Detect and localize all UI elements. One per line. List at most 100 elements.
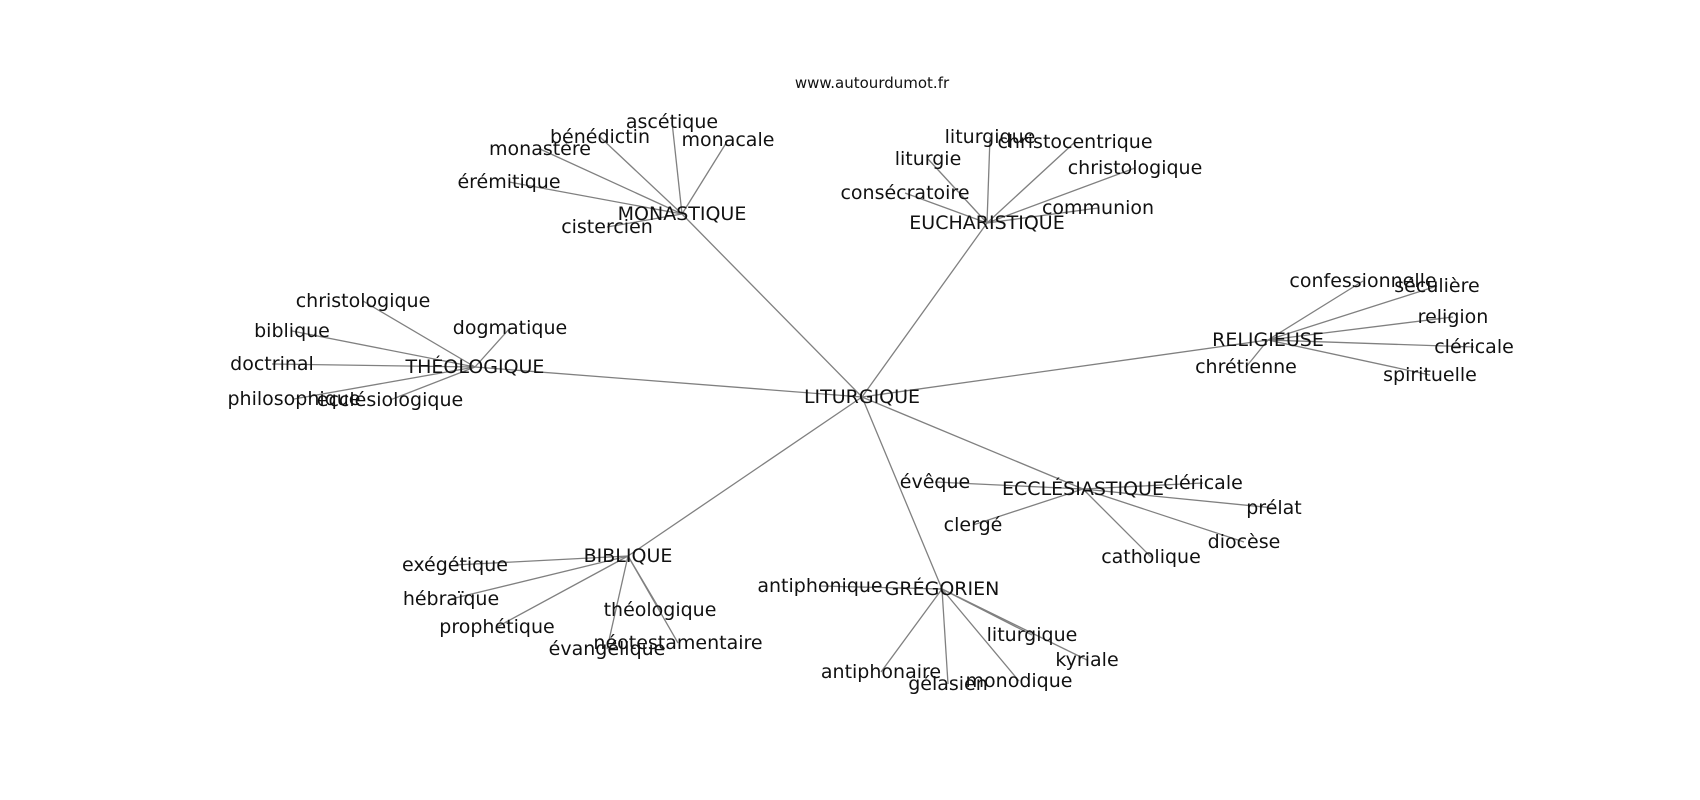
hub-node-0[interactable]: MONASTIQUE: [618, 203, 747, 225]
leaf-node-4-1[interactable]: cléricale: [1163, 472, 1243, 494]
edge-hub-6-0: [819, 585, 943, 590]
leaf-node-1-0[interactable]: liturgique: [945, 126, 1036, 148]
leaf-node-6-0[interactable]: antiphonique: [757, 575, 882, 597]
edge-hub-1-0: [986, 136, 991, 224]
edge-hub-4-1: [1082, 482, 1204, 490]
edge-hub-4-0: [934, 481, 1084, 490]
leaf-node-5-0[interactable]: exégétique: [402, 554, 508, 576]
leaf-node-5-3[interactable]: théologique: [604, 599, 717, 621]
edge-hub-4-2: [1082, 488, 1275, 509]
edge-hub-6-3: [880, 588, 943, 673]
leaf-node-4-2[interactable]: prélat: [1246, 497, 1302, 519]
leaf-node-0-1[interactable]: ascétique: [626, 111, 718, 133]
leaf-node-3-1[interactable]: séculière: [1394, 275, 1479, 297]
edge-hub-1-2: [986, 141, 1076, 224]
leaf-node-2-4[interactable]: philosophique: [228, 388, 361, 410]
leaf-node-1-1[interactable]: liturgie: [895, 148, 962, 170]
edge-hub-4-4: [1082, 488, 1245, 543]
center-node[interactable]: LITURGIQUE: [804, 386, 920, 408]
leaf-node-1-2[interactable]: christocentrique: [997, 131, 1152, 153]
edge-hub-1-4: [904, 192, 988, 224]
hub-node-1[interactable]: EUCHARISTIQUE: [909, 212, 1064, 234]
edge-hub-5-2: [496, 555, 629, 628]
leaf-node-4-0[interactable]: évêque: [900, 471, 970, 493]
edge-hub-5-0: [454, 555, 629, 566]
edge-hub-5-4: [627, 555, 679, 644]
leaf-node-0-3[interactable]: monastère: [489, 138, 591, 160]
leaf-node-6-3[interactable]: antiphonaire: [821, 661, 941, 683]
edge-hub-2-3: [271, 363, 476, 368]
edge-hub-0-3: [539, 148, 683, 215]
source-url: www.autourdumot.fr: [795, 74, 950, 92]
leaf-node-1-4[interactable]: consécratoire: [840, 182, 969, 204]
edge-hub-1-5: [986, 207, 1099, 224]
edge-hub-0-2: [681, 139, 729, 215]
edge-hub-2-1: [291, 330, 476, 368]
leaf-node-1-3[interactable]: christologique: [1068, 157, 1203, 179]
edge-hub-6-2: [941, 588, 1088, 661]
edge-hub-2-2: [474, 327, 511, 368]
edge-hub-1-3: [986, 167, 1136, 224]
edge-center-0: [681, 213, 863, 398]
edge-hub-2-4: [293, 366, 476, 400]
edge-hub-3-4: [1245, 339, 1269, 368]
edge-center-3: [861, 339, 1269, 398]
leaf-node-6-4[interactable]: gélasien: [908, 673, 988, 695]
edge-hub-3-2: [1267, 316, 1454, 341]
edge-hub-3-0: [1267, 280, 1364, 341]
leaf-node-0-4[interactable]: érémitique: [457, 171, 560, 193]
edge-hub-0-1: [671, 121, 683, 215]
leaf-node-0-2[interactable]: monacale: [682, 129, 775, 151]
leaf-node-1-5[interactable]: communion: [1042, 197, 1154, 219]
leaf-node-2-3[interactable]: doctrinal: [230, 353, 314, 375]
edge-hub-4-5: [1082, 488, 1152, 558]
leaf-node-3-5[interactable]: spirituelle: [1383, 364, 1477, 386]
edge-center-5: [627, 396, 863, 557]
leaf-node-3-4[interactable]: chrétienne: [1195, 356, 1297, 378]
leaf-node-2-2[interactable]: dogmatique: [453, 317, 567, 339]
hub-node-6[interactable]: GRÉGORIEN: [885, 577, 1000, 600]
edge-hub-0-4: [508, 181, 683, 215]
edge-hub-2-0: [362, 300, 476, 368]
leaf-node-2-5[interactable]: ecclésiologique: [317, 389, 463, 411]
hub-node-4[interactable]: ECCLÉSIASTIQUE: [1002, 477, 1164, 500]
edge-center-4: [861, 396, 1084, 490]
leaf-node-6-5[interactable]: monodique: [966, 670, 1073, 692]
leaf-node-2-1[interactable]: biblique: [254, 320, 330, 342]
leaf-node-5-1[interactable]: hébraïque: [403, 588, 499, 610]
leaf-node-2-0[interactable]: christologique: [296, 290, 431, 312]
edge-hub-6-4: [941, 588, 949, 685]
edge-hub-5-1: [450, 555, 629, 600]
edge-hub-3-5: [1267, 339, 1431, 376]
edge-center-6: [861, 396, 943, 590]
edge-hub-4-3: [972, 488, 1084, 526]
leaf-node-3-2[interactable]: religion: [1418, 306, 1489, 328]
leaf-node-4-5[interactable]: catholique: [1101, 546, 1201, 568]
edge-hub-0-5: [606, 213, 683, 228]
edge-hub-3-1: [1267, 285, 1438, 341]
edge-hub-2-5: [389, 366, 476, 401]
leaf-node-3-0[interactable]: confessionnelle: [1289, 270, 1436, 292]
hub-node-5[interactable]: BIBLIQUE: [584, 545, 673, 567]
leaf-node-6-2[interactable]: kyriale: [1055, 649, 1118, 671]
leaf-node-4-3[interactable]: clergé: [944, 514, 1003, 536]
edge-center-1: [861, 222, 988, 398]
hub-node-3[interactable]: RELIGIEUSE: [1212, 329, 1324, 351]
edge-hub-5-5: [606, 555, 629, 650]
leaf-node-5-4[interactable]: néotestamentaire: [593, 632, 762, 654]
edge-hub-3-3: [1267, 339, 1475, 348]
leaf-node-4-4[interactable]: diocèse: [1208, 531, 1281, 553]
leaf-node-0-0[interactable]: bénédictin: [550, 126, 650, 148]
edge-hub-6-5: [941, 588, 1020, 682]
hub-node-2[interactable]: THÉOLOGIQUE: [405, 355, 545, 378]
leaf-node-3-3[interactable]: cléricale: [1434, 336, 1514, 358]
graph-nodes: LITURGIQUEMONASTIQUEbénédictinascétiquem…: [228, 111, 1514, 695]
leaf-node-5-5[interactable]: évangélique: [549, 638, 666, 660]
edge-hub-1-1: [927, 158, 988, 224]
edge-center-2: [474, 366, 863, 398]
leaf-node-6-1[interactable]: liturgique: [987, 624, 1078, 646]
edge-hub-0-0: [599, 136, 683, 215]
leaf-node-5-2[interactable]: prophétique: [439, 616, 554, 638]
leaf-node-0-5[interactable]: cistercien: [561, 216, 653, 238]
